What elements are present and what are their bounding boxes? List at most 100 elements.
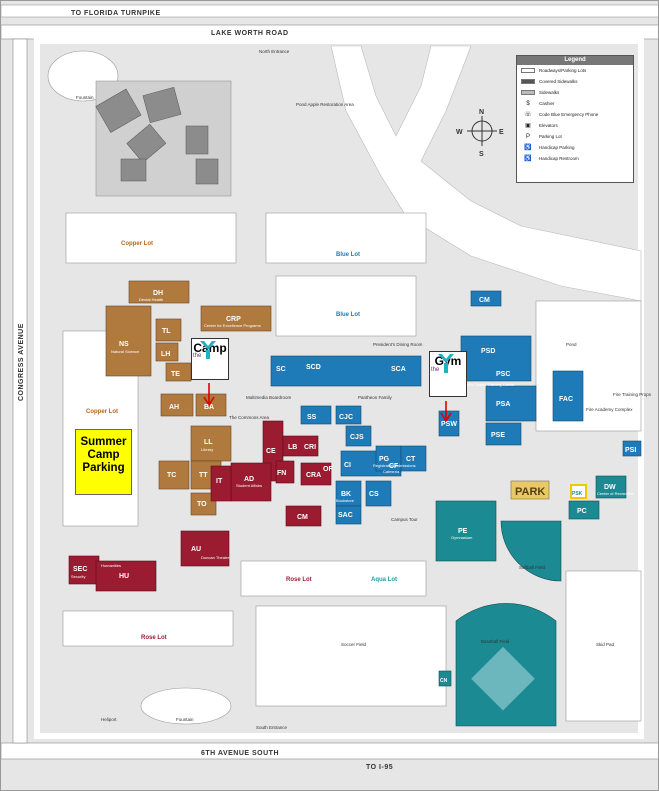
- skid-pad-label: Skid Pad: [596, 642, 615, 647]
- blue-lot-mid-shape: [275, 275, 417, 337]
- parking-line1: Summer: [80, 436, 127, 448]
- turnpike-label: TO FLORIDA TURNPIKE: [71, 10, 161, 17]
- soccer-field-shape: [255, 605, 447, 707]
- bld-tc: TC: [167, 472, 176, 479]
- skid-pad-shape: [565, 570, 642, 722]
- bld-au: AU: [191, 546, 201, 553]
- sub-ll: Library: [201, 447, 213, 452]
- parking-line3: Parking: [82, 462, 125, 474]
- commons-label: The Commons Area: [229, 415, 270, 420]
- legend-icon: ♿: [524, 145, 532, 151]
- bld-pg: PG: [379, 456, 390, 463]
- north-entrance-label: North Entrance: [259, 49, 290, 54]
- congress-avenue-road: [12, 38, 28, 744]
- sub-hu: Humanities: [101, 563, 121, 568]
- legend-label: Elevators: [539, 123, 558, 128]
- fountain-top-label: Fountain: [76, 95, 94, 100]
- bld-cn: CN: [440, 678, 448, 684]
- sixth-avenue-road: [1, 742, 658, 760]
- legend-icon: $: [526, 100, 530, 107]
- bld-psd: PSD: [481, 348, 495, 355]
- soccer-label: Soccer Field: [341, 642, 367, 647]
- highlighted-building: [570, 484, 587, 499]
- sub-pe: Gymnasium: [451, 535, 473, 540]
- legend-label: Covered Sidewalks: [539, 79, 578, 84]
- legend-swatch: [521, 79, 535, 84]
- bld-ns: NS: [119, 341, 129, 348]
- bld-ce: CE: [266, 448, 276, 455]
- bld-pe: PE: [458, 528, 468, 535]
- blue-buildings: [270, 290, 642, 525]
- bld-scd: SCD: [306, 364, 321, 371]
- bld-tt: TT: [199, 472, 208, 479]
- bld-sca: SCA: [391, 366, 406, 373]
- maroon-buildings: [68, 420, 332, 592]
- sub-pg: Registration Admissions: [373, 463, 416, 468]
- legend-icon: ▣: [525, 123, 531, 129]
- bld-psk: PSK: [572, 491, 583, 497]
- bld-sc: SC: [276, 366, 286, 373]
- legend-label: Handicap Parking: [539, 145, 575, 150]
- bld-psw: PSW: [441, 421, 457, 428]
- park-sign-shape: [510, 480, 550, 500]
- legend-swatch: [521, 68, 535, 73]
- bld-pse: PSE: [491, 432, 505, 439]
- compass-w: W: [456, 129, 463, 136]
- bld-dh: DH: [153, 290, 163, 297]
- bld-ci: CI: [344, 462, 351, 469]
- fountain-bottom-label: Fountain: [176, 717, 194, 722]
- legend-item: Sidewalks: [517, 87, 633, 98]
- bld-ba: BA: [204, 404, 214, 411]
- bld-sec: SEC: [73, 566, 87, 573]
- south-entrance-label: South Entrance: [256, 725, 288, 730]
- legend-icon: ☏: [524, 112, 532, 118]
- bld-cm-blue: CM: [479, 297, 490, 304]
- bld-psc: PSC: [496, 371, 510, 378]
- sixth-avenue-label: 6TH AVENUE SOUTH: [201, 750, 279, 757]
- campus-tour-label: Campus Tour: [391, 517, 418, 522]
- bld-ad: AD: [244, 476, 254, 483]
- rose-lot-mid-label: Rose Lot: [286, 577, 312, 583]
- sub-dw: Center of Recreation: [597, 491, 634, 496]
- bld-ct: CT: [406, 456, 416, 463]
- bld-cjc: CJC: [339, 414, 353, 421]
- legend-label: Sidewalks: [539, 90, 560, 95]
- camp-label: Camp: [193, 341, 227, 355]
- softball-field-shape: [500, 520, 562, 582]
- perimeter-road: [34, 38, 644, 739]
- legend-label: Roadways/Parking Lots: [539, 68, 587, 73]
- bld-cf: CF: [389, 463, 399, 470]
- i95-label: TO I-95: [366, 764, 393, 771]
- legend-label: Handicap Restroom: [539, 156, 579, 161]
- parking-line2: Camp: [87, 449, 120, 461]
- bld-cjs: CJS: [350, 434, 364, 441]
- legend-item: ♿ Handicap Restroom: [517, 153, 633, 164]
- legend-label: Cashier: [539, 101, 555, 106]
- bld-fac: FAC: [559, 396, 573, 403]
- summer-camp-parking-box: Summer Camp Parking: [75, 429, 132, 495]
- aqua-lot-label: Aqua Lot: [371, 577, 397, 583]
- teal-buildings: [435, 475, 627, 687]
- legend-icon: ♿: [524, 156, 532, 162]
- legend-title: Legend: [517, 56, 633, 65]
- legend-swatch: [521, 90, 535, 95]
- legend-item: ▣ Elevators: [517, 120, 633, 131]
- sub-crp: Center for Excellence Programs: [204, 323, 261, 328]
- multimedia-label: Multimedia Boardroom: [246, 395, 292, 400]
- presidents-room-label: President's Dining Room: [373, 342, 423, 347]
- ymca-logo-icon: the: [193, 341, 216, 359]
- bld-ss: SS: [307, 414, 317, 421]
- bld-of: OF: [323, 466, 333, 473]
- tan-buildings: [105, 280, 272, 516]
- sub-ad: Student Affairs: [236, 483, 262, 488]
- bld-cm-maroon: CM: [297, 514, 308, 521]
- blue-lot-mid-label: Blue Lot: [336, 312, 360, 318]
- sub-sec: Security: [71, 574, 85, 579]
- legend-item: Roadways/Parking Lots: [517, 65, 633, 76]
- camp-callout: Camp the: [191, 338, 229, 380]
- bld-lh: LH: [161, 351, 170, 358]
- bld-cs: CS: [369, 491, 379, 498]
